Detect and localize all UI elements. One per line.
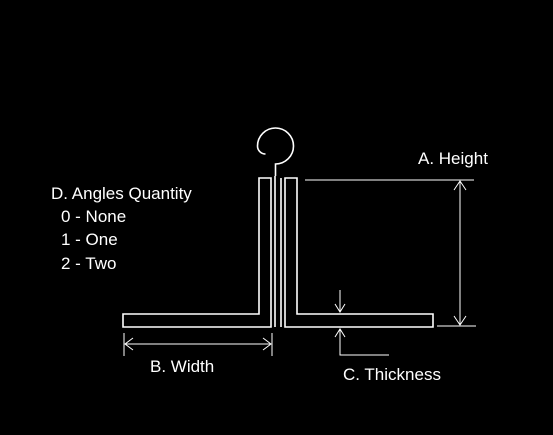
angles-quantity-label: D. Angles Quantity — [51, 184, 192, 203]
height-arrow-bottom — [453, 315, 467, 326]
thickness-arrow-top — [334, 303, 346, 313]
height-arrow-top — [453, 180, 467, 191]
height-label: A. Height — [418, 149, 488, 168]
angles-option-none: 0 - None — [61, 207, 127, 226]
thickness-label: C. Thickness — [343, 365, 441, 384]
right-angle-profile — [284, 177, 434, 328]
width-arrow-left — [124, 337, 134, 351]
hook-shape — [256, 127, 295, 176]
angles-option-two: 2 - Two — [61, 254, 117, 273]
thickness-leader — [339, 330, 389, 356]
left-angle-profile — [122, 177, 272, 328]
width-label: B. Width — [150, 357, 215, 376]
thickness-arrow-bottom — [334, 328, 346, 338]
width-arrow-right — [262, 337, 272, 351]
angles-option-one: 1 - One — [61, 230, 118, 249]
